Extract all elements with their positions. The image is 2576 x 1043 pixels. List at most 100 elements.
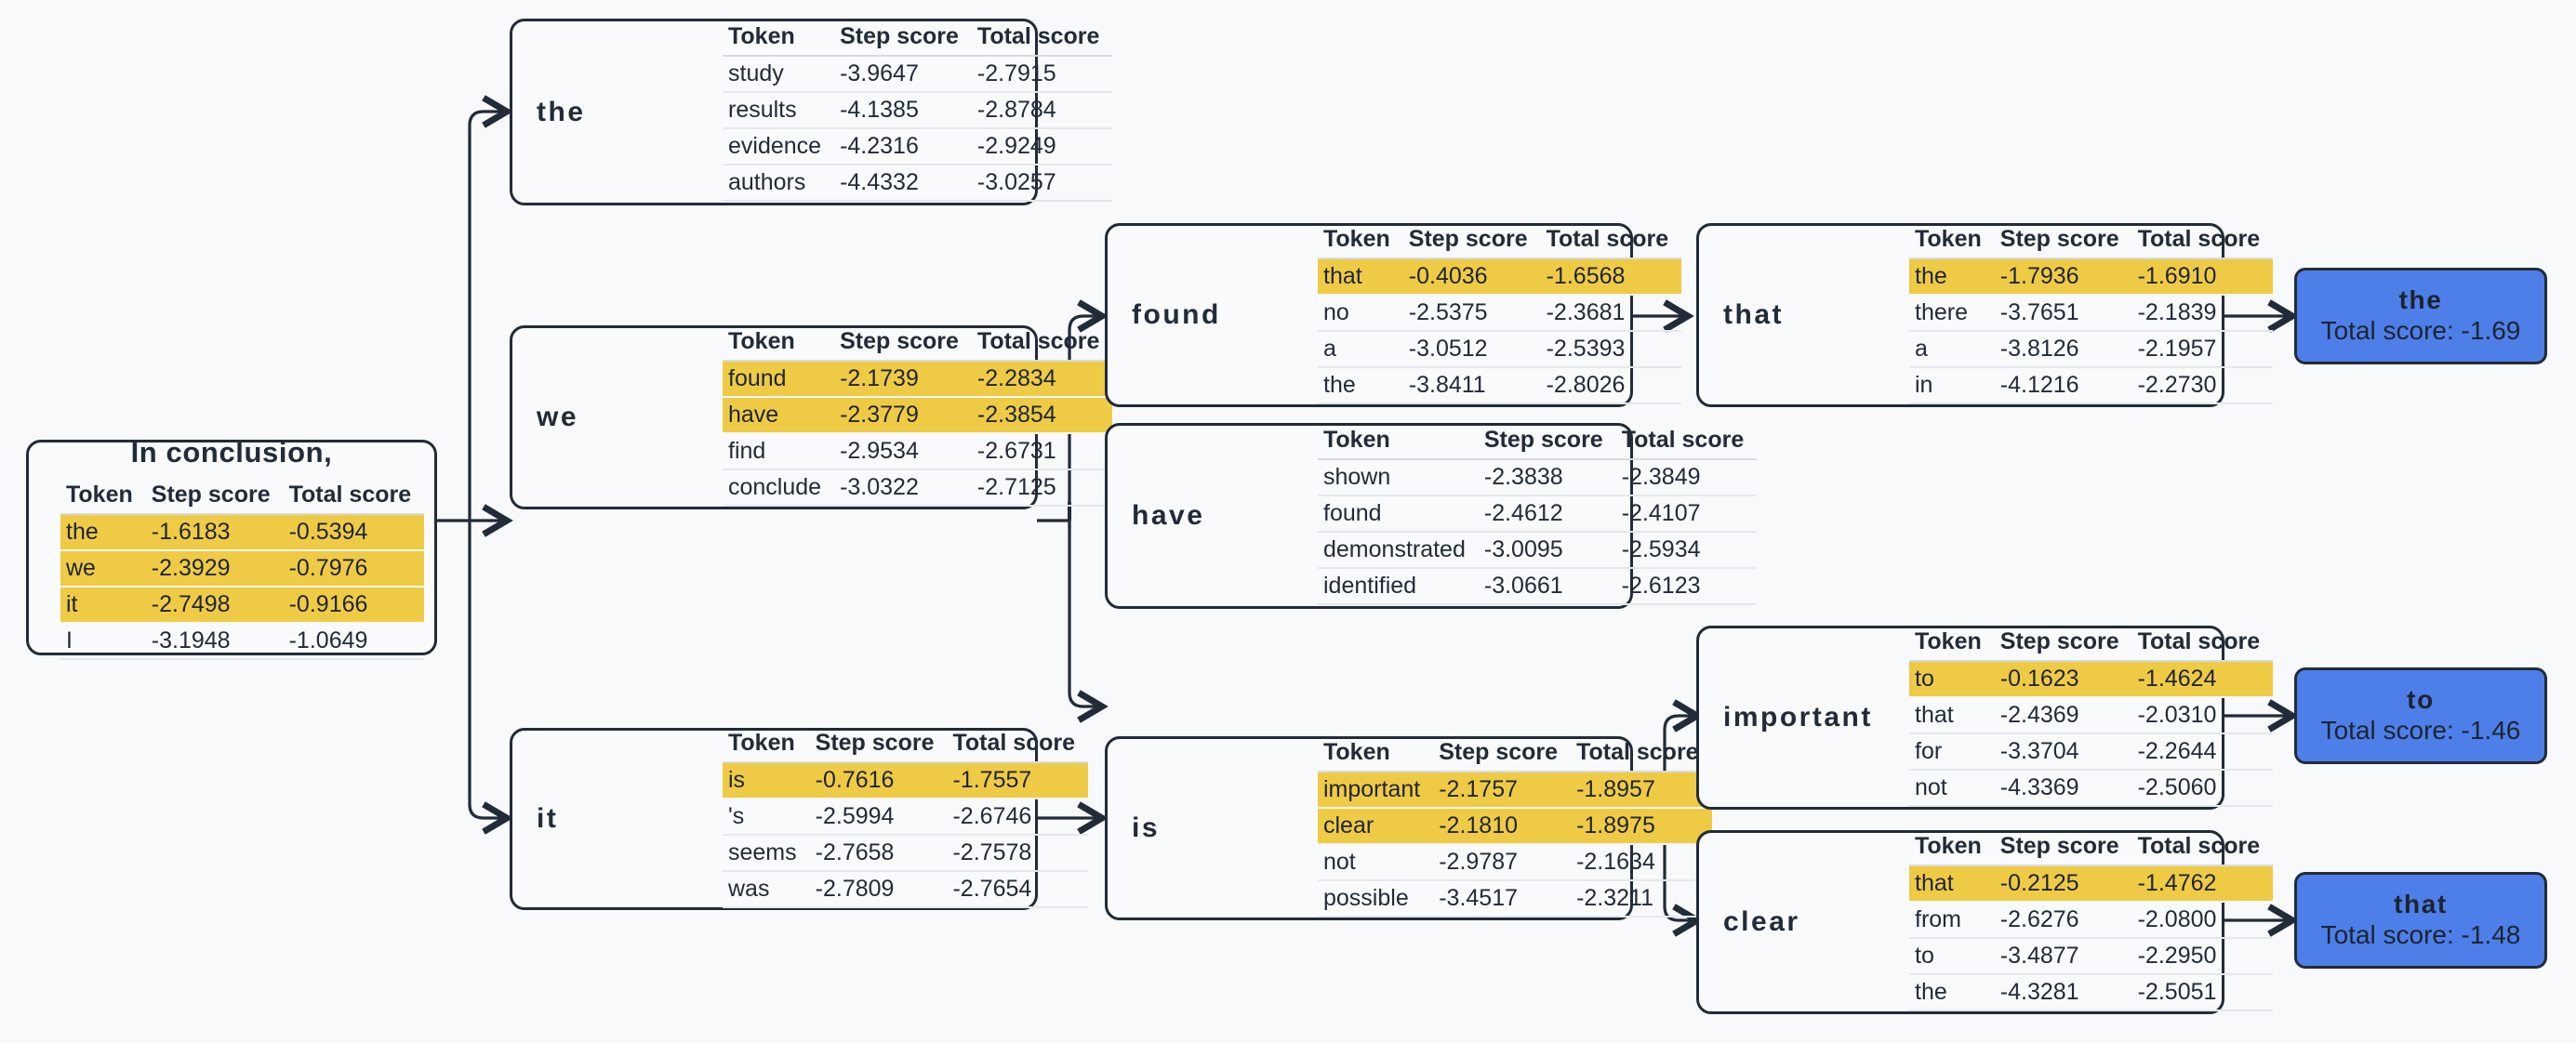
table-row: a-3.0512-2.5393	[1318, 331, 1682, 368]
col-token: Token	[1909, 628, 1995, 662]
token-cell: is	[723, 762, 810, 799]
step-score-cell: -2.1757	[1433, 772, 1572, 809]
node-have[interactable]: have Token Step score Total score shown-…	[1105, 423, 1758, 609]
total-score-cell: -2.1957	[2131, 331, 2274, 368]
table-header-row: Token Step score Total score	[1909, 226, 2274, 259]
terminal-node-the[interactable]: the Total score: -1.69	[2294, 268, 2547, 364]
total-score-cell: -2.8784	[971, 91, 1113, 129]
token-cell: not	[1909, 770, 1995, 807]
token-cell: seems	[723, 835, 810, 872]
col-total-score: Total score	[947, 730, 1089, 763]
token-cell: identified	[1318, 568, 1479, 605]
terminal-node-to[interactable]: to Total score: -1.46	[2294, 667, 2547, 764]
col-step-score: Step score	[1478, 427, 1616, 460]
col-step-score: Step score	[1994, 833, 2132, 866]
node-is[interactable]: is Token Step score Total score importan…	[1105, 736, 1712, 920]
root-title: In conclusion,	[130, 435, 333, 469]
token-cell: authors	[723, 164, 835, 202]
token-cell: the	[60, 513, 146, 551]
token-cell: was	[723, 871, 810, 908]
col-total-score: Total score	[1540, 226, 1682, 259]
node-found[interactable]: found Token Step score Total score that-…	[1105, 223, 1682, 407]
total-score-cell: -0.5394	[283, 513, 425, 551]
col-step-score: Step score	[834, 22, 972, 57]
table-row: conclude-3.0322-2.7125	[723, 469, 1113, 507]
table-row: results-4.1385-2.8784	[723, 91, 1113, 129]
node-label-we: we	[537, 402, 579, 432]
step-score-cell: -2.5994	[809, 799, 948, 836]
node-label-important: important	[1723, 702, 1873, 733]
token-cell: to	[1909, 938, 1995, 975]
node-that[interactable]: that Token Step score Total score the-1.…	[1696, 223, 2274, 407]
root-token-table: Token Step score Total score the-1.6183-…	[60, 481, 425, 660]
table-row: 's-2.5994-2.6746	[723, 799, 1089, 836]
col-step-score: Step score	[145, 481, 284, 515]
terminal-node-that[interactable]: that Total score: -1.48	[2294, 872, 2547, 969]
table-row: authors-4.4332-3.0257	[723, 164, 1113, 202]
node-the[interactable]: the Token Step score Total score study-3…	[510, 19, 1113, 205]
table-row: possible-3.4517-2.3211	[1318, 880, 1712, 918]
step-score-cell: -1.7936	[1994, 258, 2132, 296]
table-row: I-3.1948-1.0649	[60, 622, 425, 660]
table-row: identified-3.0661-2.6123	[1318, 568, 1758, 605]
step-score-cell: -2.7658	[809, 835, 948, 872]
total-score-cell: -2.5060	[2131, 770, 2274, 807]
token-cell: results	[723, 91, 835, 129]
node-root[interactable]: In conclusion, Token Step score Total sc…	[26, 436, 437, 660]
col-step-score: Step score	[834, 328, 972, 362]
total-score-cell: -2.2730	[2131, 367, 2274, 404]
node-label-it: it	[537, 803, 559, 834]
total-score-cell: -1.6910	[2131, 258, 2274, 296]
node-important[interactable]: important Token Step score Total score t…	[1696, 626, 2274, 810]
total-score-cell: -0.7976	[283, 549, 425, 588]
total-score-cell: -1.4624	[2131, 661, 2274, 698]
step-score-cell: -2.5375	[1402, 295, 1541, 332]
node-it[interactable]: it Token Step score Total score is-0.761…	[510, 728, 1089, 910]
col-token: Token	[1318, 427, 1479, 460]
total-score-cell: -3.0257	[971, 164, 1113, 202]
token-cell: important	[1318, 772, 1434, 809]
step-score-cell: -2.1810	[1433, 808, 1572, 845]
token-cell: find	[723, 433, 835, 470]
table-header-row: Token Step score Total score	[60, 481, 425, 515]
token-cell: the	[1909, 258, 1995, 296]
node-clear[interactable]: clear Token Step score Total score that-…	[1696, 830, 2274, 1014]
step-score-cell: -2.9787	[1433, 844, 1572, 881]
table-row: that-0.2125-1.4762	[1909, 865, 2274, 903]
token-cell: to	[1909, 661, 1995, 698]
node-label-clear: clear	[1723, 906, 1800, 937]
token-cell: I	[60, 622, 146, 660]
step-score-cell: -2.3929	[145, 549, 284, 588]
table-row: there-3.7651-2.1839	[1909, 295, 2274, 332]
token-cell: it	[60, 586, 146, 624]
token-cell: the	[1318, 367, 1403, 404]
step-score-cell: -3.3704	[1994, 733, 2132, 771]
token-cell: conclude	[723, 469, 835, 507]
total-score-cell: -2.0800	[2131, 902, 2274, 939]
terminal-total-score: Total score: -1.48	[2320, 920, 2521, 950]
total-score-cell: -2.7125	[971, 469, 1113, 507]
total-score-cell: -2.2834	[971, 361, 1113, 398]
step-score-cell: -2.1739	[834, 361, 972, 398]
step-score-cell: -2.9534	[834, 433, 972, 470]
col-total-score: Total score	[1571, 739, 1712, 772]
node-label-is: is	[1132, 812, 1161, 843]
step-score-cell: -4.1385	[834, 91, 972, 129]
node-we[interactable]: we Token Step score Total score found-2.…	[510, 325, 1113, 509]
col-total-score: Total score	[971, 22, 1113, 57]
step-score-cell: -2.4612	[1478, 495, 1616, 533]
col-step-score: Step score	[1994, 628, 2132, 662]
table-header-row: Token Step score Total score	[1318, 226, 1682, 259]
terminal-token: the	[2398, 285, 2443, 315]
step-score-cell: -3.0322	[834, 469, 972, 507]
step-score-cell: -4.3281	[1994, 974, 2132, 1011]
total-score-cell: -2.6746	[947, 799, 1089, 836]
table-row: not-4.3369-2.5060	[1909, 770, 2274, 807]
terminal-total-score: Total score: -1.69	[2320, 316, 2521, 346]
total-score-cell: -2.4107	[1615, 495, 1758, 533]
table-header-row: Token Step score Total score	[1318, 739, 1712, 772]
token-cell: demonstrated	[1318, 532, 1479, 569]
